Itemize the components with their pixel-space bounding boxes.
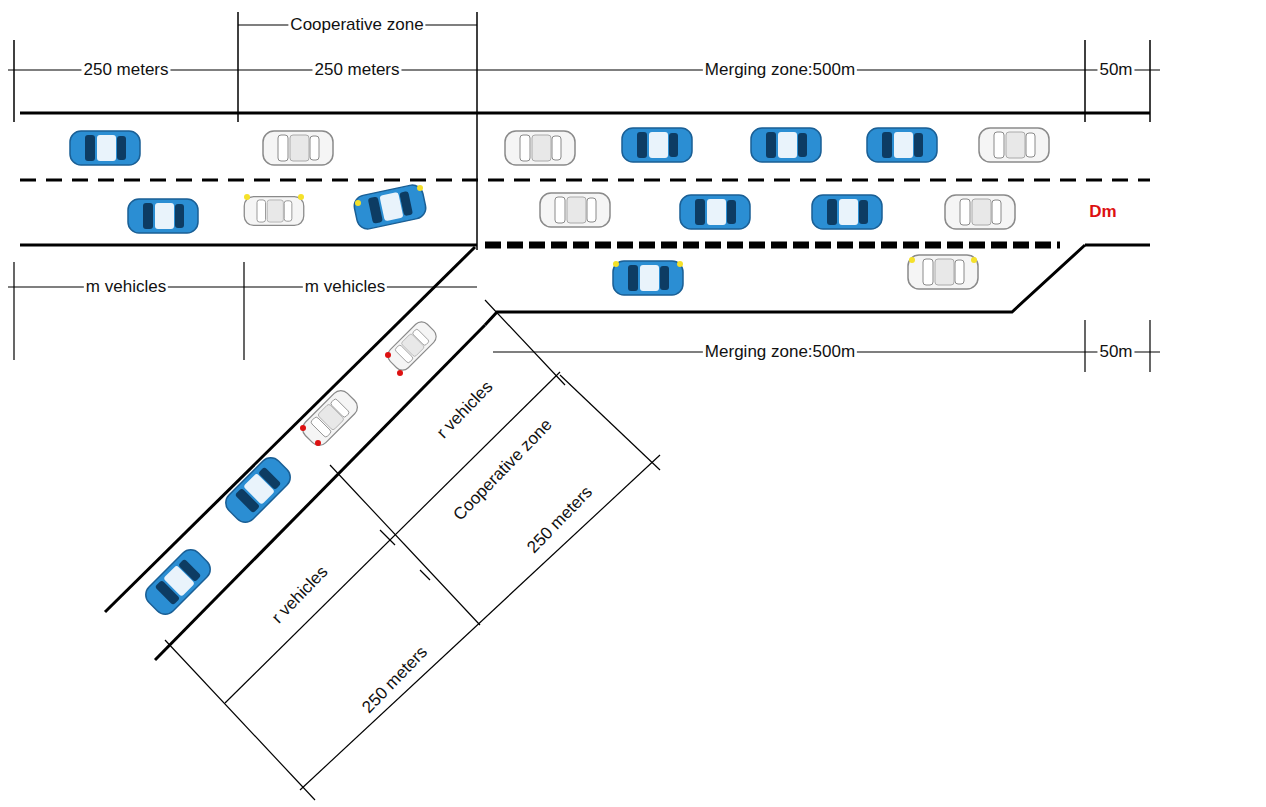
- dimension-label: 250 meters: [357, 641, 433, 719]
- vehicle-count-label: r vehicles: [431, 376, 498, 444]
- dimension-label: 50m: [1097, 60, 1134, 80]
- dimension-label: 250 meters: [81, 60, 170, 80]
- zone-label: Cooperative zone: [448, 414, 558, 527]
- vehicle-count-label: m vehicles: [84, 277, 168, 297]
- point-label: Dm: [1087, 202, 1118, 222]
- dimension-label: 250 meters: [312, 60, 401, 80]
- vehicle-count-label: r vehicles: [266, 561, 333, 629]
- vehicle-count-label: m vehicles: [303, 277, 387, 297]
- zone-label: Cooperative zone: [288, 15, 425, 35]
- dimension-label: 50m: [1097, 342, 1134, 362]
- zone-label: Merging zone:500m: [703, 342, 857, 362]
- zone-label: Merging zone:500m: [703, 60, 857, 80]
